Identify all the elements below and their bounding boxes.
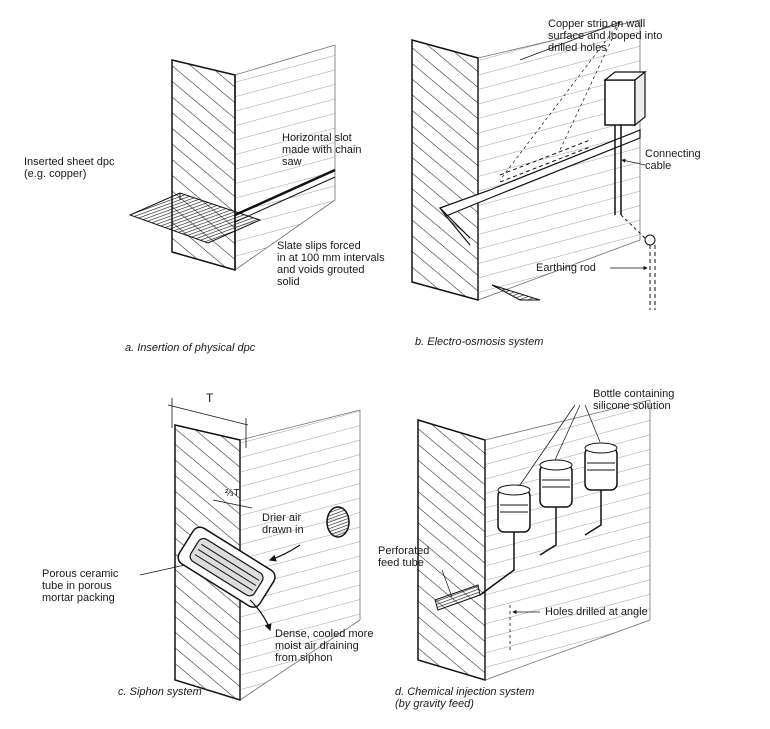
- label-dense-cooled-air: Dense, cooled more moist air draining fr…: [275, 628, 374, 664]
- label-drier-air: Drier air drawn in: [262, 512, 304, 536]
- label-slate-slips: Slate slips forced in at 100 mm interval…: [277, 240, 385, 288]
- panel-d-drawing: [417, 399, 651, 682]
- bottle-2: [539, 459, 573, 556]
- caption-panel-d: d. Chemical injection system (by gravity…: [395, 686, 535, 710]
- panel-c-drawing: [139, 398, 361, 702]
- bottle-1: [479, 484, 531, 596]
- label-two-thirds-t: ⅔T: [225, 488, 240, 499]
- label-connecting-cable: Connecting cable: [645, 148, 701, 172]
- label-bottle-silicone: Bottle containing silicone solution: [593, 388, 675, 412]
- caption-panel-c: c. Siphon system: [118, 686, 202, 698]
- panel-a-drawing: [128, 44, 336, 271]
- panel-b-drawing: [411, 19, 656, 310]
- label-copper-strip: Copper strip on wall surface and looped …: [548, 18, 663, 54]
- caption-panel-b: b. Electro-osmosis system: [415, 336, 544, 348]
- label-perforated-feed-tube: Perforated feed tube: [378, 545, 430, 569]
- label-holes-drilled: Holes drilled at angle: [545, 606, 648, 618]
- label-earthing-rod: Earthing rod: [536, 262, 596, 274]
- label-inserted-sheet-dpc: Inserted sheet dpc (e.g. copper): [24, 156, 115, 180]
- caption-panel-a: a. Insertion of physical dpc: [125, 342, 256, 354]
- label-porous-ceramic-tube: Porous ceramic tube in porous mortar pac…: [42, 568, 119, 604]
- label-thickness-t: T: [206, 391, 214, 405]
- label-horizontal-slot: Horizontal slot made with chain saw: [282, 132, 362, 168]
- bottle-3: [584, 442, 618, 536]
